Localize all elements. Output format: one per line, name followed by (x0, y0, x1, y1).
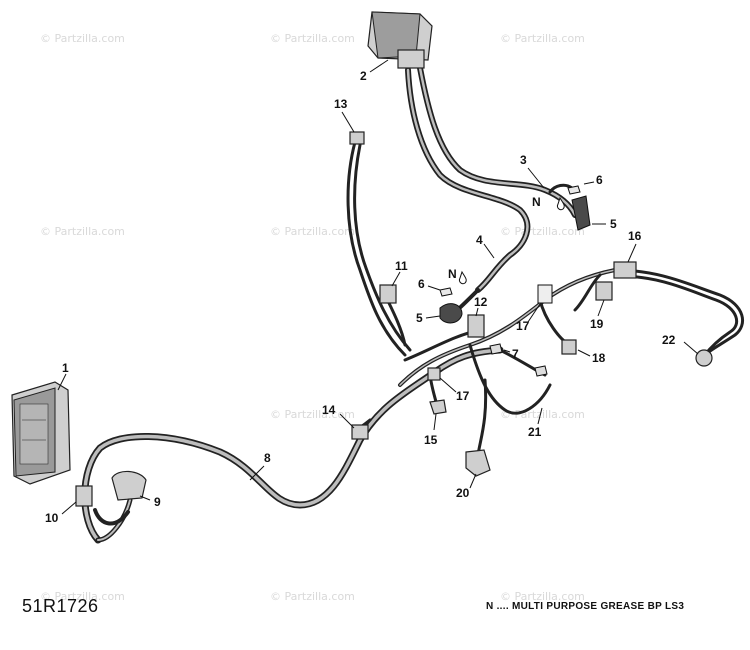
callout-label: 11 (395, 259, 408, 273)
sensor (429, 399, 447, 415)
parts (11, 11, 713, 507)
screw (439, 287, 453, 297)
watermark: © Partzilla.com (270, 590, 355, 603)
sensor-harness (346, 140, 412, 357)
callout-label: 9 (154, 495, 161, 509)
clip (489, 343, 503, 355)
watermark: © Partzilla.com (500, 590, 585, 603)
watermark: © Partzilla.com (500, 32, 585, 45)
watermark: © Partzilla.com (40, 590, 125, 603)
callout-label: 17 (456, 389, 470, 403)
watermark: © Partzilla.com (40, 32, 125, 45)
watermark: © Partzilla.com (270, 225, 355, 238)
callouts: 1 2 3 4 5 5 6 6 7 8 9 10 11 12 13 14 15 (45, 59, 699, 525)
callout-label: 1 (62, 361, 69, 375)
terminal-boot (571, 195, 591, 231)
battery-cables (405, 65, 578, 314)
callout-label: 12 (474, 295, 488, 309)
watermark: © Partzilla.com (500, 225, 585, 238)
screw (567, 185, 581, 195)
grease-note: N .... MULTI PURPOSE GREASE BP LS3 (486, 601, 685, 612)
connector (75, 485, 93, 507)
connector (379, 284, 397, 304)
callout-label: 6 (596, 173, 603, 187)
watermark: © Partzilla.com (40, 225, 125, 238)
callout-label: 8 (264, 451, 271, 465)
clip (534, 365, 548, 377)
callout-label: 21 (528, 425, 542, 439)
callout-label: 18 (592, 351, 606, 365)
connector (467, 314, 485, 338)
connector (595, 281, 613, 301)
callout-label: 14 (322, 403, 336, 417)
connector (349, 131, 365, 145)
callout-label: 7 (512, 347, 519, 361)
right-harness (573, 268, 745, 358)
callout-label: 5 (610, 217, 617, 231)
callout-label: 6 (418, 277, 425, 291)
watermark: © Partzilla.com (270, 408, 355, 421)
watermark: © Partzilla.com (270, 32, 355, 45)
watermark-layer: © Partzilla.com © Partzilla.com © Partzi… (40, 32, 585, 603)
callout-label: 17 (516, 319, 530, 333)
callout-label: 3 (520, 153, 527, 167)
diagram-id: 51R1726 (22, 596, 99, 616)
callout-label: 5 (416, 311, 423, 325)
sensor (695, 349, 713, 367)
callout-label: 16 (628, 229, 642, 243)
connector (111, 470, 147, 501)
connector (561, 339, 577, 355)
callout-label: 15 (424, 433, 438, 447)
grease-symbol: N (448, 267, 457, 281)
callout-label: 4 (476, 233, 483, 247)
fuse-relay-block (367, 11, 433, 69)
terminal-boot (439, 303, 463, 324)
grease-drop-icon (557, 196, 565, 211)
callout-label: 2 (360, 69, 367, 83)
connector (537, 284, 553, 304)
callout-label: 10 (45, 511, 59, 525)
callout-label: 22 (662, 333, 676, 347)
callout-label: 19 (590, 317, 604, 331)
grease-drop-icon (459, 270, 467, 285)
callout-label: 20 (456, 486, 470, 500)
grease-symbol: N (532, 195, 541, 209)
connector (613, 261, 637, 279)
callout-label: 13 (334, 97, 348, 111)
sensor (465, 449, 491, 477)
connector (351, 424, 369, 440)
connector (427, 367, 441, 381)
ecu-module (11, 381, 71, 485)
